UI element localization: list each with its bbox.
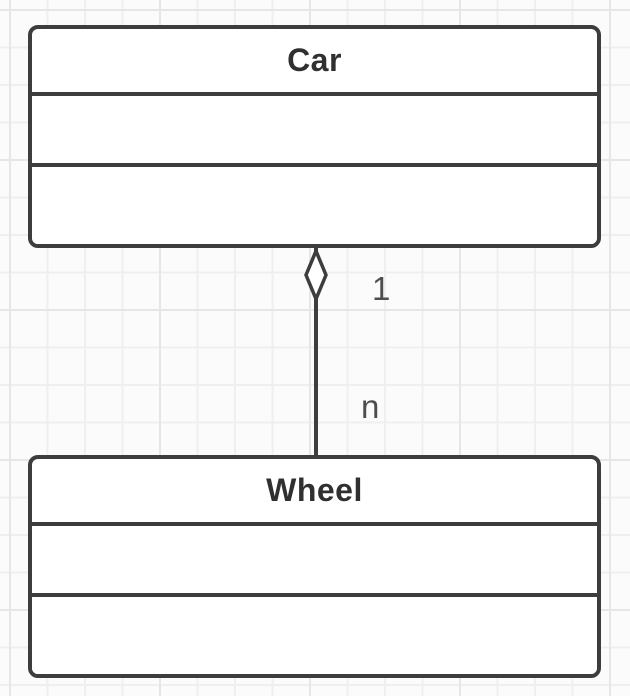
methods-compartment <box>32 167 597 244</box>
class-title: Wheel <box>32 459 597 526</box>
multiplicity-label-parent: 1 <box>372 270 391 307</box>
class-title: Car <box>32 29 597 96</box>
attributes-compartment <box>32 526 597 597</box>
class-box-wheel[interactable]: Wheel <box>28 455 601 678</box>
aggregation-diamond-icon <box>304 246 328 304</box>
attributes-compartment <box>32 96 597 167</box>
class-box-car[interactable]: Car <box>28 25 601 248</box>
methods-compartment <box>32 597 597 674</box>
multiplicity-label-child: n <box>361 388 380 425</box>
